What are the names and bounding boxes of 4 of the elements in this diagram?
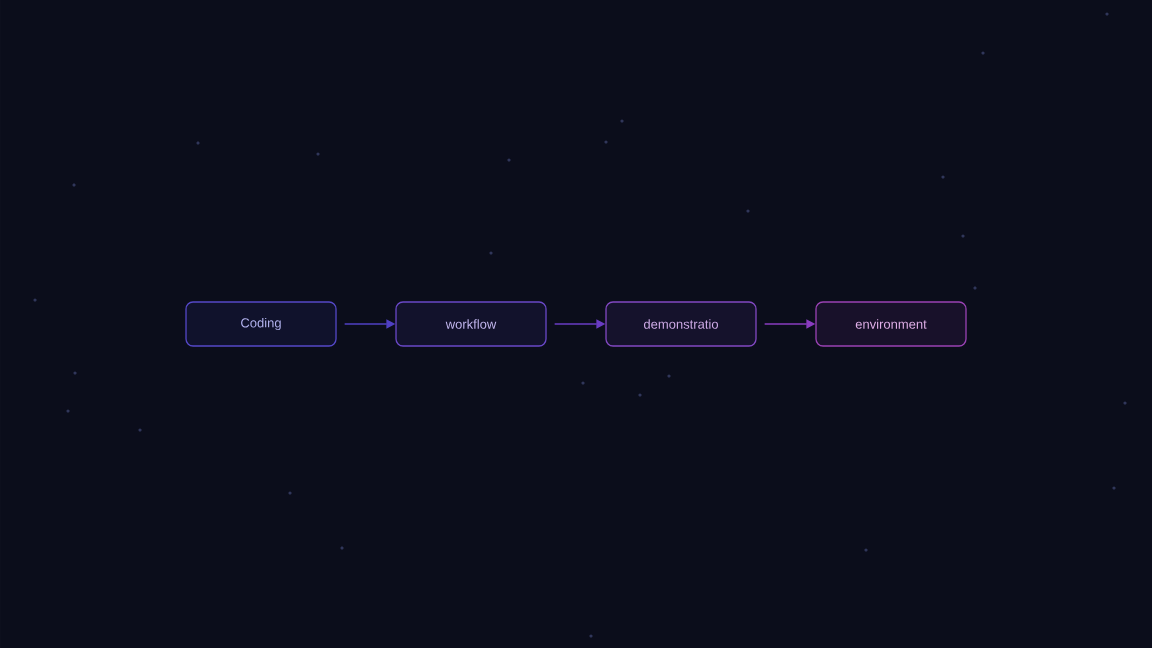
process-box: Coding [185, 301, 337, 347]
process-box: demonstratio [605, 301, 757, 347]
process-box: workflow [395, 301, 547, 347]
process-box: environment [815, 301, 967, 347]
